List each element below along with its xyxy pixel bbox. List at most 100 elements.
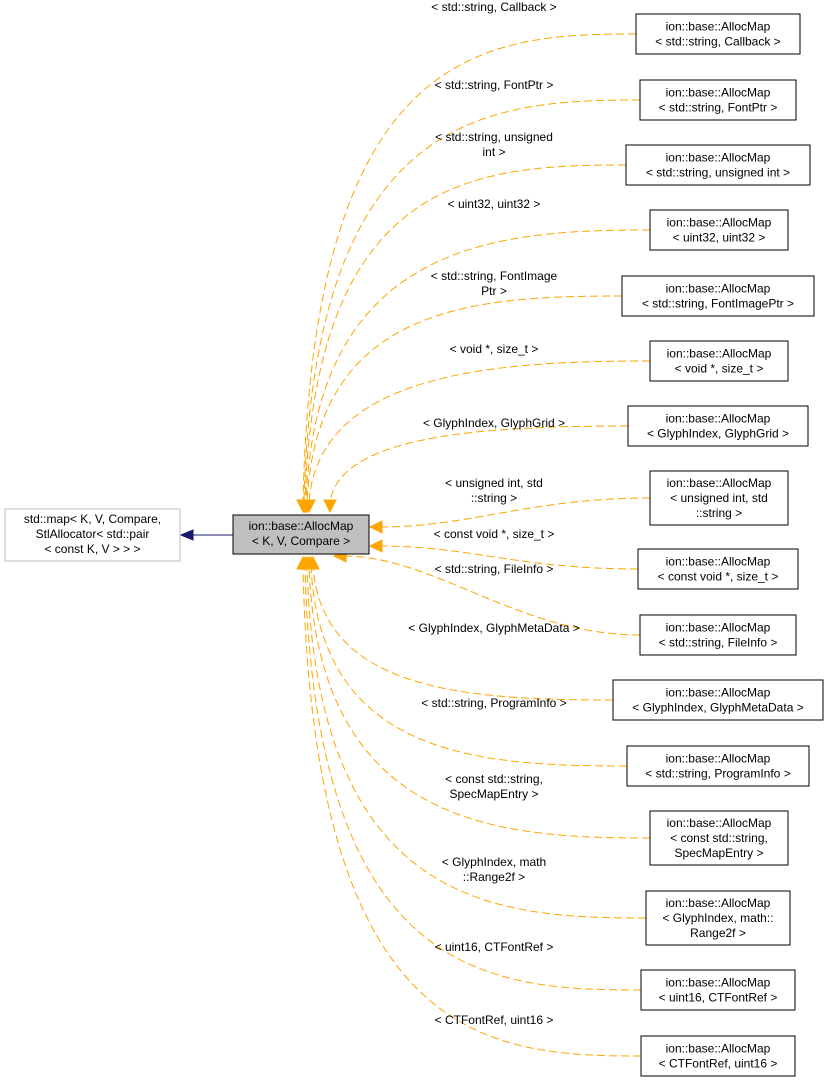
edge-label: ::Range2f > (463, 870, 525, 884)
edge-label: < std::string, FileInfo > (435, 562, 554, 576)
edge-label: < std::string, FontImage (431, 269, 558, 283)
alloc-map-template-node[interactable]: ion::base::AllocMap < K, V, Compare > (232, 514, 370, 555)
specialization-node-line: < uint16, CTFontRef > (659, 991, 778, 1005)
specialization-node-box (649, 209, 789, 251)
template-edge (379, 545, 639, 570)
specialization-node-box (612, 679, 824, 721)
specialization-node-line: < std::string, FontPtr > (659, 101, 778, 115)
specialization-node[interactable]: ion::base::AllocMap< std::string, Progra… (626, 745, 810, 787)
template-edge (304, 164, 627, 503)
specialization-node[interactable]: ion::base::AllocMap< std::string, FontPt… (639, 79, 797, 121)
edge-label: < GlyphIndex, GlyphGrid > (423, 416, 565, 430)
specialization-node-box (625, 144, 811, 186)
specialization-node-line: < std::string, FontImagePtr > (642, 297, 794, 311)
base-class-node[interactable]: std::map< K, V, Compare, StlAllocator< s… (4, 508, 181, 562)
template-edge (305, 229, 651, 503)
specialization-node-line: ion::base::AllocMap (667, 816, 772, 830)
specialization-node-line: < std::string, unsigned int > (646, 166, 790, 180)
edge-label: < unsigned int, std (445, 476, 543, 490)
specialization-node[interactable]: ion::base::AllocMap< uint32, uint32 > (649, 209, 789, 251)
template-edge (306, 295, 623, 503)
template-edge (308, 360, 651, 503)
edge-label: < std::string, unsigned (435, 130, 553, 144)
specialization-node-line: < std::string, FileInfo > (659, 636, 778, 650)
specialization-node[interactable]: ion::base::AllocMap< std::string, FontIm… (621, 275, 815, 317)
edge-arrowhead (368, 539, 383, 553)
specialization-node-line: ion::base::AllocMap (666, 20, 771, 34)
edge-label: Ptr > (481, 284, 507, 298)
base-class-line-3: < const K, V > > > (44, 542, 140, 556)
specialization-node-box (635, 13, 801, 55)
specialization-node-line: < unsigned int, std (670, 491, 768, 505)
specialization-node-box (645, 890, 791, 946)
edge-label: < std::string, FontPtr > (435, 78, 554, 92)
specialization-node-line: ion::base::AllocMap (666, 752, 771, 766)
template-edge (310, 566, 628, 767)
template-edge (304, 566, 642, 991)
specialization-node-line: < std::string, Callback > (655, 35, 780, 49)
edge-arrowhead (368, 520, 383, 534)
template-edge (379, 497, 651, 528)
edge-label: int > (482, 145, 505, 159)
edge-label: ::string > (471, 491, 517, 505)
specialization-node-box (649, 810, 789, 866)
specialization-node-line: < GlyphIndex, GlyphGrid > (647, 427, 789, 441)
specialization-node-line: ion::base::AllocMap (666, 686, 771, 700)
edge-label: < std::string, Callback > (431, 0, 556, 14)
edge-label: < const void *, size_t > (434, 527, 555, 541)
specialization-node-line: Range2f > (690, 926, 746, 940)
specialization-node-line: ::string > (696, 506, 742, 520)
specialization-node-box (640, 1035, 796, 1077)
inheritance-edge (179, 529, 233, 541)
specialization-node[interactable]: ion::base::AllocMap< const void *, size_… (637, 548, 799, 590)
specialization-node-line: ion::base::AllocMap (666, 86, 771, 100)
edge-label: < CTFontRef, uint16 > (435, 1013, 554, 1027)
specialization-node-line: < GlyphIndex, GlyphMetaData > (632, 701, 803, 715)
edge-label: < GlyphIndex, GlyphMetaData > (408, 621, 579, 635)
specialization-node[interactable]: ion::base::AllocMap< GlyphIndex, GlyphMe… (612, 679, 824, 721)
specialization-node[interactable]: ion::base::AllocMap< unsigned int, std::… (649, 470, 789, 526)
specialization-node-line: < std::string, ProgramInfo > (645, 767, 790, 781)
specialization-node-line: ion::base::AllocMap (667, 476, 772, 490)
specialization-node-box (627, 405, 809, 447)
specialization-node[interactable]: ion::base::AllocMap< void *, size_t > (649, 340, 789, 382)
specialization-node[interactable]: ion::base::AllocMap< const std::string,S… (649, 810, 789, 866)
edge-label: < const std::string, (445, 772, 543, 786)
specialization-node-line: ion::base::AllocMap (666, 555, 771, 569)
specialization-node-line: ion::base::AllocMap (666, 621, 771, 635)
specialization-node-box (621, 275, 815, 317)
edge-label: < void *, size_t > (450, 342, 539, 356)
specialization-node-line: ion::base::AllocMap (666, 896, 771, 910)
edge-arrowhead (296, 555, 310, 570)
edge-labels: < std::string, Callback >< std::string, … (408, 0, 579, 1027)
specialization-node[interactable]: ion::base::AllocMap< std::string, unsign… (625, 144, 811, 186)
specialization-node[interactable]: ion::base::AllocMap< GlyphIndex, GlyphGr… (627, 405, 809, 447)
template-edge (308, 566, 651, 839)
specialization-node-line: ion::base::AllocMap (667, 347, 772, 361)
specialization-node-box (649, 470, 789, 526)
specialization-node[interactable]: ion::base::AllocMap< std::string, FileIn… (639, 614, 797, 656)
specialization-node[interactable]: ion::base::AllocMap< GlyphIndex, math::R… (645, 890, 791, 946)
specialization-node-line: ion::base::AllocMap (666, 282, 771, 296)
specialization-node[interactable]: ion::base::AllocMap< uint16, CTFontRef > (640, 969, 796, 1011)
specialization-node-line: ion::base::AllocMap (666, 976, 771, 990)
edge-label: SpecMapEntry > (449, 787, 538, 801)
edge-label: < uint32, uint32 > (448, 197, 541, 211)
template-edge (302, 566, 642, 1057)
alloc-map-template-line-1: ion::base::AllocMap (249, 519, 354, 533)
edge-label: < GlyphIndex, math (442, 855, 546, 869)
base-class-line-1: std::map< K, V, Compare, (24, 512, 161, 526)
specialization-node[interactable]: ion::base::AllocMap< std::string, Callba… (635, 13, 801, 55)
specialization-node-line: ion::base::AllocMap (666, 412, 771, 426)
specialization-node-line: ion::base::AllocMap (666, 151, 771, 165)
specialization-node-line: < void *, size_t > (675, 362, 764, 376)
edge-label: < std::string, ProgramInfo > (421, 696, 566, 710)
specialization-node-box (626, 745, 810, 787)
template-edge (303, 99, 641, 503)
specialization-node-line: < GlyphIndex, math:: (662, 911, 773, 925)
specialization-node[interactable]: ion::base::AllocMap< CTFontRef, uint16 > (640, 1035, 796, 1077)
specialization-node-line: ion::base::AllocMap (667, 216, 772, 230)
specialization-nodes: ion::base::AllocMap< std::string, Callba… (612, 13, 824, 1077)
specialization-node-box (649, 340, 789, 382)
